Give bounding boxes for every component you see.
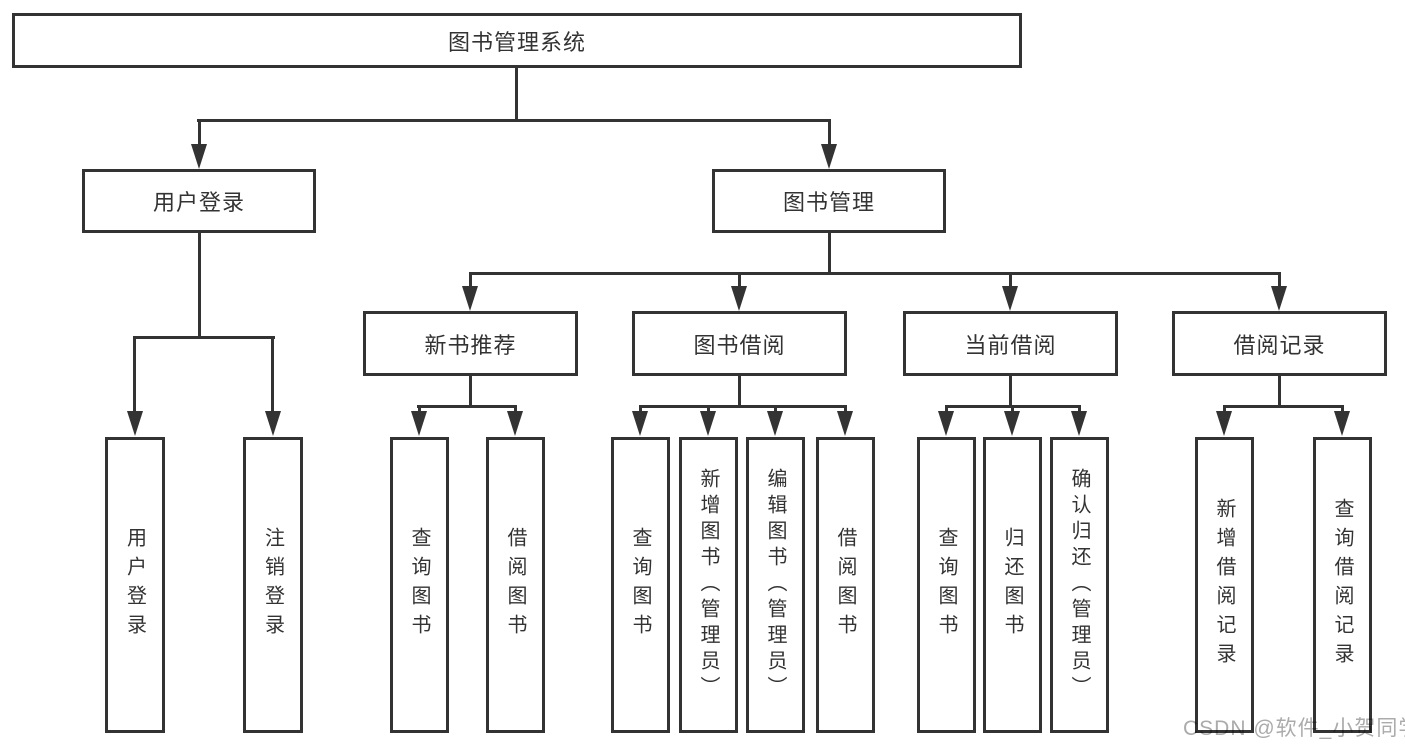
node-label: 注销登录: [261, 527, 284, 643]
node-label: 查询借阅记录: [1331, 498, 1353, 672]
leaf-add-borrow-record: 新增借阅记录: [1195, 437, 1254, 733]
node-new-book-recommend: 新书推荐: [363, 311, 578, 376]
leaf-edit-book-admin: 编辑图书（管理员）: [746, 437, 805, 733]
connector-line: [738, 272, 741, 288]
connector-line: [198, 233, 201, 336]
connector-line: [774, 405, 777, 413]
node-label: 查询图书: [935, 527, 957, 643]
node-label: 新书推荐: [424, 332, 517, 358]
csdn-watermark: CSDN @软件_小贺同学: [1183, 717, 1405, 740]
arrowhead-down-icon: [731, 286, 747, 311]
node-root-system: 图书管理系统: [12, 13, 1022, 68]
node-label: 借阅记录: [1233, 332, 1326, 358]
connector-line: [828, 119, 831, 149]
connector-line: [134, 336, 275, 339]
arrowhead-down-icon: [1002, 286, 1018, 311]
node-label: 借阅图书: [504, 527, 526, 643]
connector-line: [945, 405, 948, 413]
connector-line: [271, 336, 274, 412]
arrowhead-down-icon: [1271, 286, 1287, 311]
leaf-return-book: 归还图书: [983, 437, 1042, 733]
node-label: 查询图书: [408, 527, 430, 643]
connector-line: [1078, 405, 1081, 413]
connector-line: [469, 272, 472, 288]
arrowhead-down-icon: [191, 144, 207, 169]
connector-line: [469, 376, 472, 405]
connector-line: [707, 405, 710, 413]
connector-line: [1278, 376, 1281, 405]
node-label: 确认归还（管理员）: [1068, 468, 1090, 702]
node-label: 用户登录: [152, 190, 245, 215]
connector-line: [1011, 405, 1014, 413]
arrowhead-down-icon: [632, 411, 648, 436]
arrowhead-down-icon: [265, 411, 281, 436]
arrowhead-down-icon: [1071, 411, 1087, 436]
node-user-login: 用户登录: [82, 169, 316, 233]
arrowhead-down-icon: [837, 411, 853, 436]
connector-line: [418, 405, 421, 413]
arrowhead-down-icon: [507, 411, 523, 436]
connector-line: [515, 68, 518, 119]
connector-line: [738, 376, 741, 405]
node-book-management: 图书管理: [712, 169, 946, 233]
node-label: 图书管理系统: [447, 29, 586, 55]
leaf-add-book-admin: 新增图书（管理员）: [679, 437, 738, 733]
arrowhead-down-icon: [700, 411, 716, 436]
leaf-query-borrow-record: 查询借阅记录: [1313, 437, 1372, 733]
arrowhead-down-icon: [127, 411, 143, 436]
arrowhead-down-icon: [1216, 411, 1232, 436]
arrowhead-down-icon: [938, 411, 954, 436]
connector-line: [828, 233, 831, 272]
connector-line: [1278, 272, 1281, 288]
arrowhead-down-icon: [462, 286, 478, 311]
connector-line: [1223, 405, 1226, 413]
connector-line: [197, 119, 831, 122]
leaf-confirm-return-admin: 确认归还（管理员）: [1050, 437, 1109, 733]
arrowhead-down-icon: [1004, 411, 1020, 436]
leaf-borrow-book-1: 借阅图书: [486, 437, 545, 733]
connector-line: [1223, 405, 1343, 408]
node-label: 编辑图书（管理员）: [764, 468, 786, 702]
node-label: 查询图书: [629, 527, 651, 643]
node-label: 图书管理: [782, 190, 875, 215]
leaf-query-book-2: 查询图书: [611, 437, 670, 733]
connector-line: [514, 405, 517, 413]
node-borrow-record: 借阅记录: [1172, 311, 1387, 376]
node-label: 借阅图书: [834, 527, 856, 643]
node-label: 用户登录: [123, 527, 146, 643]
node-label: 归还图书: [1001, 527, 1023, 643]
connector-line: [133, 336, 136, 412]
node-book-borrow: 图书借阅: [632, 311, 847, 376]
node-current-borrow: 当前借阅: [903, 311, 1118, 376]
connector-line: [469, 272, 1281, 275]
node-label: 新增借阅记录: [1213, 498, 1235, 672]
arrowhead-down-icon: [767, 411, 783, 436]
node-label: 图书借阅: [693, 332, 786, 358]
connector-line: [639, 405, 642, 413]
connector-line: [639, 405, 847, 408]
connector-line: [417, 405, 516, 408]
leaf-query-book-3: 查询图书: [917, 437, 976, 733]
node-label: 新增图书（管理员）: [697, 468, 719, 702]
arrowhead-down-icon: [1334, 411, 1350, 436]
connector-line: [1341, 405, 1344, 413]
connector-line: [844, 405, 847, 413]
connector-line: [1009, 376, 1012, 405]
connector-line: [1009, 272, 1012, 288]
leaf-query-book-1: 查询图书: [390, 437, 449, 733]
node-label: 当前借阅: [964, 332, 1057, 358]
leaf-logout: 注销登录: [243, 437, 303, 733]
arrowhead-down-icon: [411, 411, 427, 436]
arrowhead-down-icon: [821, 144, 837, 169]
leaf-user-login: 用户登录: [105, 437, 165, 733]
connector-line: [198, 119, 201, 149]
leaf-borrow-book-2: 借阅图书: [816, 437, 875, 733]
